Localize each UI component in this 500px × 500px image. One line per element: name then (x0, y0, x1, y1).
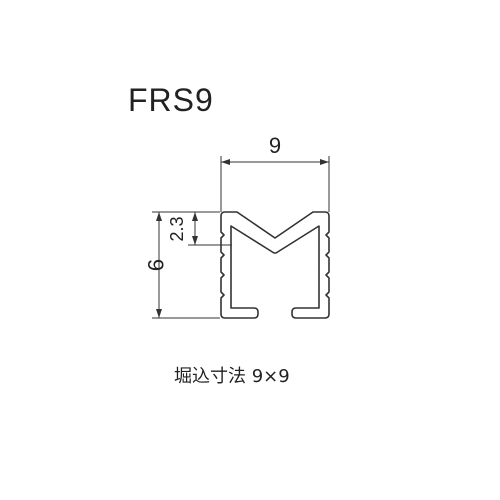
profile-outline (220, 211, 330, 319)
width-arrow-left (221, 159, 230, 165)
width-dimension: 9 (220, 133, 330, 212)
width-label: 9 (269, 133, 281, 158)
height-label: 9 (143, 259, 168, 271)
height-arrow-top (156, 212, 162, 221)
depth-dimension: 2.3 (167, 212, 232, 246)
profile-section (220, 211, 330, 319)
height-dimension: 9 (143, 211, 220, 319)
recess-dimension-caption: 堀込寸法 9×9 (174, 366, 290, 387)
depth-label: 2.3 (167, 216, 187, 241)
width-arrow-right (320, 159, 329, 165)
product-code: FRS9 (128, 82, 214, 118)
depth-arrow-bottom (192, 236, 198, 245)
depth-arrow-top (192, 212, 198, 221)
height-arrow-bottom (156, 309, 162, 318)
